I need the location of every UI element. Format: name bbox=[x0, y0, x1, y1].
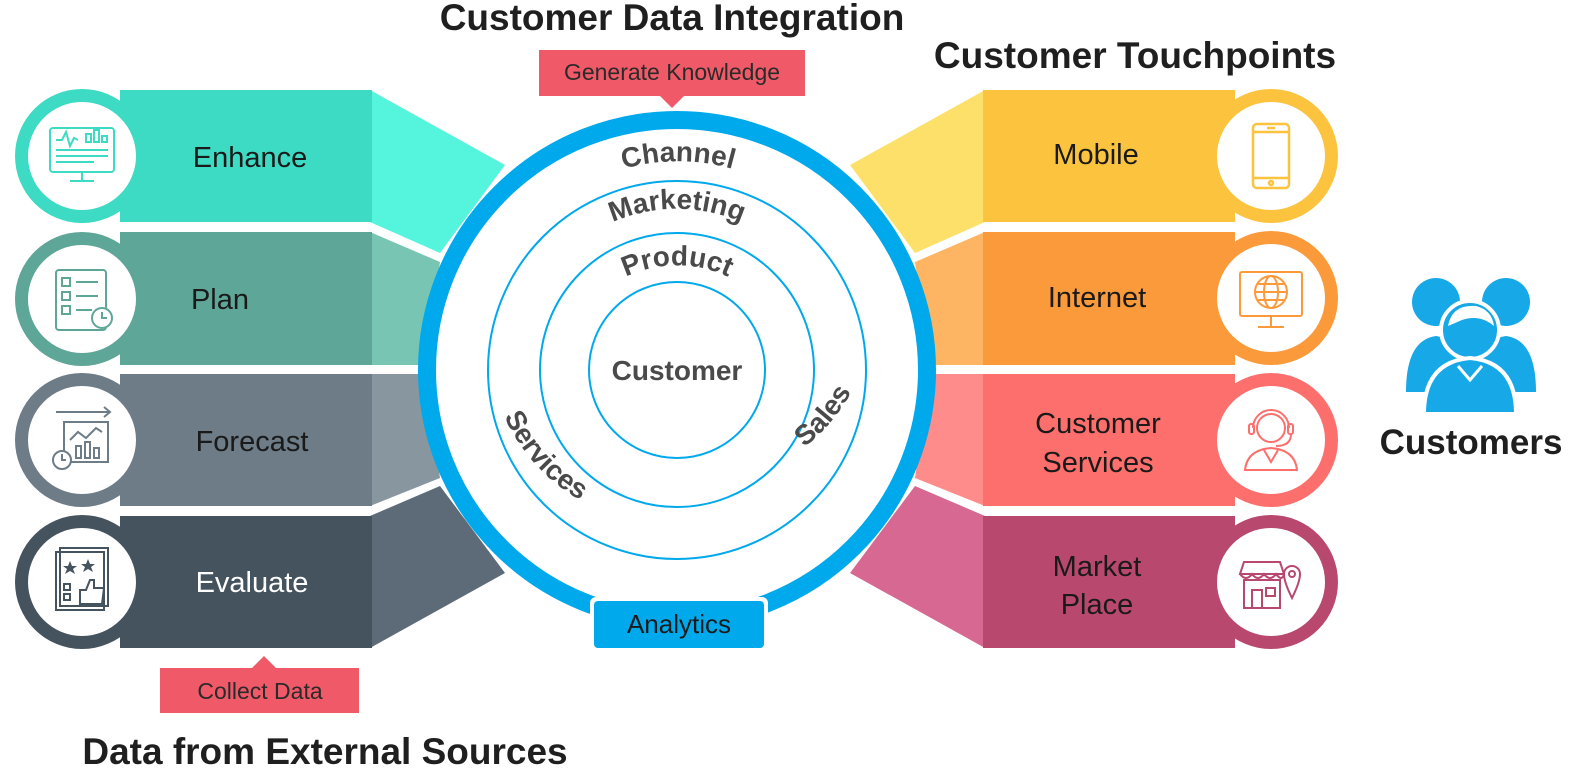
internet-badge bbox=[1204, 231, 1338, 365]
forecast-label: Forecast bbox=[196, 426, 309, 458]
forecast-badge bbox=[15, 373, 149, 507]
mobile-label: Mobile bbox=[1053, 139, 1138, 171]
generate-knowledge-label: Generate Knowledge bbox=[564, 59, 780, 85]
evaluate-label: Evaluate bbox=[196, 567, 309, 599]
external-sources-heading: Data from External Sources bbox=[82, 731, 567, 771]
right-band-customer-services bbox=[915, 374, 1235, 506]
left-band-enhance bbox=[120, 90, 505, 253]
customer-core-label: Customer bbox=[612, 355, 743, 386]
analytics-monitor-icon bbox=[49, 127, 115, 182]
generate-knowledge-tag: Generate Knowledge bbox=[539, 50, 805, 108]
enhance-label: Enhance bbox=[193, 142, 308, 174]
analytics-label: Analytics bbox=[627, 609, 731, 639]
ring-product bbox=[539, 232, 815, 508]
collect-data-label: Collect Data bbox=[197, 678, 322, 704]
plan-badge bbox=[15, 232, 149, 366]
globe-monitor-icon bbox=[1239, 271, 1303, 328]
customer-services-label-line1: Customer bbox=[1035, 408, 1161, 440]
mobile-phone-icon bbox=[1251, 122, 1291, 190]
market-place-label-line1: Market bbox=[1053, 551, 1142, 583]
customers-heading: Customers bbox=[1380, 423, 1563, 462]
left-band-plan bbox=[120, 232, 440, 365]
mobile-badge bbox=[1204, 89, 1338, 223]
analytics-tag: Analytics bbox=[590, 597, 768, 652]
checklist-clock-icon bbox=[55, 269, 113, 331]
customer-services-label-line2: Services bbox=[1042, 447, 1153, 479]
storefront-location-icon bbox=[1238, 561, 1302, 609]
market-place-badge bbox=[1204, 515, 1338, 649]
ring-marketing bbox=[487, 180, 867, 560]
right-band-market-place bbox=[850, 486, 1235, 648]
support-agent-icon bbox=[1243, 409, 1299, 471]
plan-label: Plan bbox=[191, 284, 249, 316]
right-band-mobile bbox=[850, 90, 1235, 253]
enhance-badge bbox=[15, 89, 149, 223]
forecast-chart-icon bbox=[52, 406, 112, 470]
touchpoints-heading: Customer Touchpoints bbox=[934, 35, 1336, 76]
ring-customer bbox=[588, 281, 766, 459]
left-band-evaluate bbox=[120, 486, 505, 648]
internet-label: Internet bbox=[1048, 282, 1146, 314]
customer-services-badge bbox=[1204, 373, 1338, 507]
rating-thumbs-up-icon bbox=[55, 547, 109, 611]
market-place-label-line2: Place bbox=[1061, 589, 1134, 621]
integration-heading: Customer Data Integration bbox=[440, 0, 905, 38]
customers-icon bbox=[1406, 278, 1536, 416]
evaluate-badge bbox=[15, 515, 149, 649]
collect-data-tag: Collect Data bbox=[160, 656, 359, 713]
